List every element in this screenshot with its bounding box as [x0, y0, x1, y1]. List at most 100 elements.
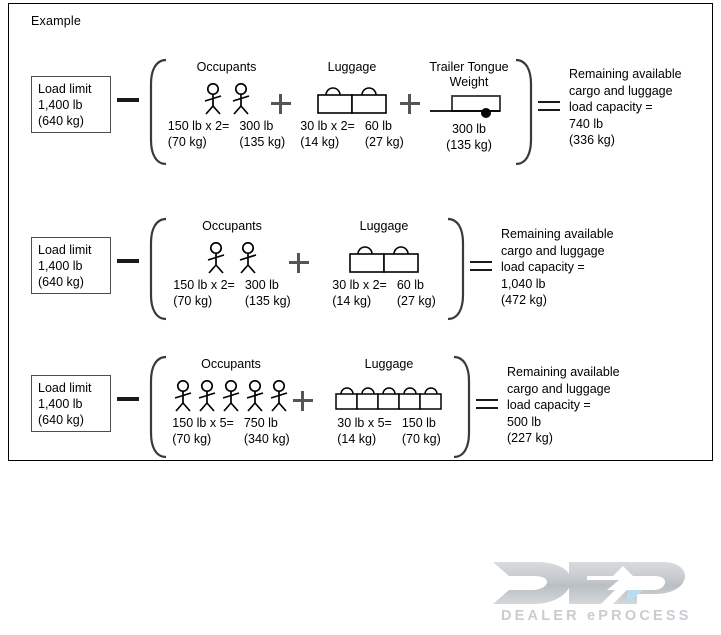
group-trailer-tongue-weight: Trailer Tongue Weight 300 lb (135 kg): [414, 60, 524, 153]
multiplier: x 2=: [210, 278, 235, 292]
trailer-hitch-icon: [430, 95, 501, 118]
equals-sign-icon: [538, 101, 560, 112]
group-figures-row: 30 lb x 5= (14 kg) 150 lb (70 kg): [324, 415, 454, 447]
multiplier: x 2=: [362, 278, 387, 292]
equals-sign-icon: [470, 261, 492, 272]
load-limit-box: Load limit 1,400 lb (640 kg): [31, 375, 111, 432]
minus-sign-icon: [117, 397, 139, 401]
result-text: Remaining available cargo and luggage lo…: [569, 66, 682, 149]
total-weight-kg: (27 kg): [396, 294, 436, 308]
suitcase-icon: [335, 387, 442, 410]
stick-figure-icon: [270, 380, 288, 412]
unit-weight-kg: (14 kg): [337, 432, 377, 446]
group-figures-row: 30 lb x 2= (14 kg) 60 lb (27 kg): [297, 118, 407, 150]
unit-weight-kg: (14 kg): [300, 135, 340, 149]
dep-wordmark: DEALER ePROCESS: [501, 608, 692, 624]
load-limit-lb: 1,400 lb: [38, 98, 83, 112]
unit-weight-kg: (14 kg): [332, 294, 372, 308]
total-weight-lb: 60 lb: [396, 278, 424, 292]
group-figures-row: 300 lb (135 kg): [414, 121, 524, 153]
group-title: Occupants: [196, 60, 257, 74]
load-limit-label: Load limit: [38, 243, 92, 257]
load-limit-box: Load limit 1,400 lb (640 kg): [31, 76, 111, 133]
stick-figure-icon: [207, 242, 225, 274]
right-bracket-icon: [514, 58, 536, 166]
result-value-lb: 1,040 lb: [501, 276, 546, 291]
result-value-kg: (227 kg): [507, 431, 553, 445]
occupant-figures: [173, 380, 289, 412]
result-line-3: load capacity =: [569, 100, 653, 114]
plus-sign-icon: [289, 253, 309, 273]
result-text: Remaining available cargo and luggage lo…: [501, 226, 614, 309]
plus-sign-icon: [293, 391, 313, 411]
left-bracket-icon: [146, 217, 168, 321]
total-weight-lb: 300 lb: [239, 119, 274, 133]
load-limit-kg: (640 kg): [38, 114, 84, 128]
equals-sign-icon: [476, 399, 498, 410]
stick-figure-icon: [239, 242, 257, 274]
plus-sign-icon: [400, 94, 420, 114]
result-text: Remaining available cargo and luggage lo…: [507, 364, 620, 447]
unit-weight-kg: (135 kg): [446, 138, 492, 152]
dep-logo: DEALER ePROCESS: [487, 556, 688, 624]
multiplier: x 2=: [205, 119, 230, 133]
dep-logo-mark: [493, 562, 685, 604]
calculation-row: Load limit 1,400 lb (640 kg) Occupants: [9, 46, 714, 166]
stick-figure-icon: [174, 380, 192, 412]
calculation-row: Load limit 1,400 lb (640 kg) Occupants: [9, 349, 714, 469]
group-title: Luggage: [364, 357, 414, 371]
right-bracket-icon: [452, 355, 474, 459]
group-luggage: Luggage 30 lb x 2= (14 kg): [297, 60, 407, 150]
suitcase-row: [316, 85, 388, 115]
load-limit-label: Load limit: [38, 381, 92, 395]
unit-weight-kg: (70 kg): [173, 294, 213, 308]
example-frame: Example Load limit 1,400 lb (640 kg) Occ…: [8, 3, 713, 461]
load-limit-label: Load limit: [38, 82, 92, 96]
page-title: Example: [31, 14, 82, 28]
group-luggage: Luggage: [324, 357, 454, 447]
stick-figure-icon: [222, 380, 240, 412]
stick-figure-icon: [198, 380, 216, 412]
occupant-figures: [203, 83, 251, 115]
multiplier: x 5=: [367, 416, 392, 430]
group-figures-row: 150 lb x 2= (70 kg) 300 lb (135 kg): [164, 118, 289, 150]
group-title: Luggage: [359, 219, 409, 233]
unit-weight-lb: 30 lb: [332, 278, 360, 292]
load-limit-kg: (640 kg): [38, 275, 84, 289]
total-weight-lb: 750 lb: [243, 416, 278, 430]
result-line-3: load capacity =: [501, 260, 585, 274]
group-luggage: Luggage 30 lb x 2= (14 kg): [324, 219, 444, 309]
group-occupants: Occupants: [161, 357, 301, 447]
load-limit-lb: 1,400 lb: [38, 259, 83, 273]
total-weight-kg: (27 kg): [364, 135, 404, 149]
unit-weight-lb: 30 lb: [337, 416, 365, 430]
left-bracket-icon: [146, 355, 168, 459]
suitcase-row: [348, 244, 420, 274]
unit-weight-lb: 150 lb: [172, 416, 207, 430]
unit-weight-lb: 150 lb: [167, 119, 202, 133]
unit-weight-lb: 300 lb: [451, 122, 487, 136]
result-line-1: Remaining available: [569, 67, 682, 81]
load-limit-kg: (640 kg): [38, 413, 84, 427]
total-weight-lb: 300 lb: [244, 278, 279, 292]
result-line-1: Remaining available: [501, 227, 614, 241]
total-weight-lb: 150 lb: [401, 416, 436, 430]
suitcase-row: [334, 382, 444, 412]
right-bracket-icon: [446, 217, 468, 321]
result-line-2: cargo and luggage: [501, 243, 605, 258]
unit-weight-kg: (70 kg): [172, 432, 212, 446]
group-title: Occupants: [201, 357, 261, 371]
load-limit-lb: 1,400 lb: [38, 397, 83, 411]
calculation-row: Load limit 1,400 lb (640 kg) Occupants: [9, 209, 714, 329]
suitcase-icon: [317, 87, 387, 114]
unit-weight-kg: (70 kg): [167, 135, 207, 149]
unit-weight-lb: 30 lb: [300, 119, 328, 133]
group-title: Occupants: [202, 219, 262, 233]
load-limit-box: Load limit 1,400 lb (640 kg): [31, 237, 111, 294]
result-value-kg: (336 kg): [569, 133, 615, 147]
total-weight-lb: 60 lb: [364, 119, 392, 133]
suitcase-icon: [349, 246, 419, 273]
plus-sign-icon: [271, 94, 291, 114]
total-weight-kg: (135 kg): [244, 294, 291, 308]
result-line-2: cargo and luggage: [569, 83, 673, 98]
